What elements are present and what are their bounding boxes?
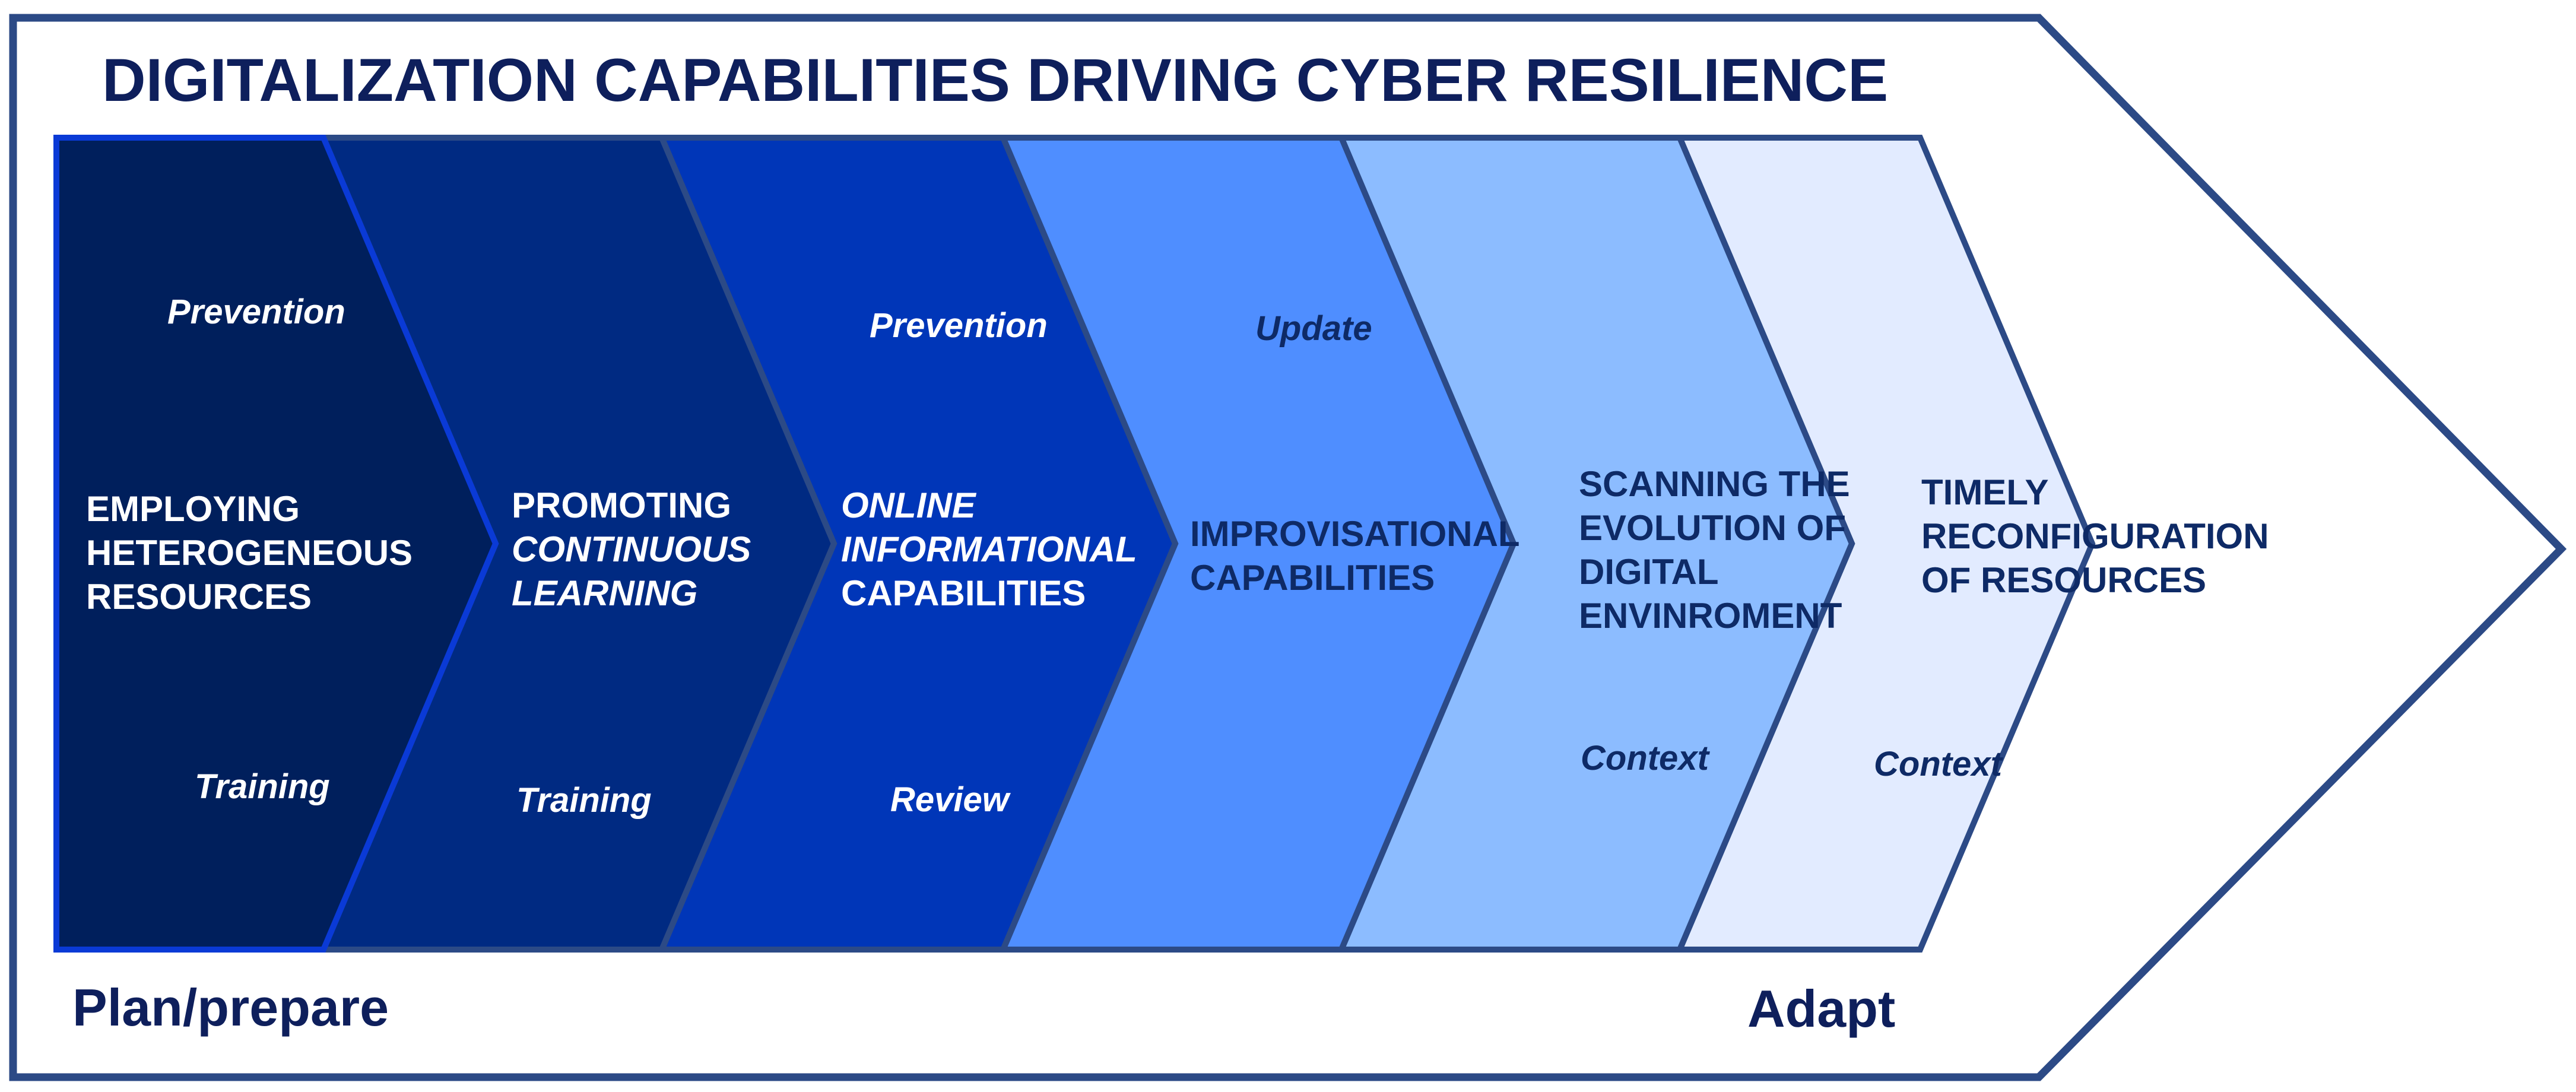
stage-4-text-line-1: IMPROVISATIONAL — [1190, 514, 1520, 554]
stage-6-text-line-3: OF RESOURCES — [1921, 560, 2206, 600]
stage-1-bottom-label: Training — [195, 767, 330, 806]
stage-5-text-line-2: EVOLUTION OF — [1579, 508, 1846, 548]
stage-3-text-line-3: CAPABILITIES — [841, 573, 1086, 613]
stage-4-top-label: Update — [1255, 309, 1372, 348]
stage-5-text-line-1: SCANNING THE — [1579, 464, 1850, 504]
stage-5-text-line-4: ENVINROMENT — [1579, 596, 1842, 636]
stage-6-bottom-label: Context — [1874, 745, 2004, 783]
stage-3-bottom-label: Review — [890, 780, 1011, 819]
phase-label-start: Plan/prepare — [72, 978, 389, 1037]
stage-1-text-line-1: EMPLOYING — [86, 489, 300, 529]
stage-4-text-line-2: CAPABILITIES — [1190, 558, 1435, 598]
phase-label-end: Adapt — [1747, 979, 1895, 1038]
stage-2-text-line-2: CONTINUOUS — [512, 529, 751, 569]
stage-1-text-line-2: HETEROGENEOUS — [86, 533, 413, 573]
stage-5-text-line-3: DIGITAL — [1579, 552, 1719, 592]
stage-1-text-line-3: RESOURCES — [86, 577, 312, 617]
stage-chevron-1 — [53, 135, 499, 953]
stage-2-bottom-label: Training — [516, 781, 652, 820]
stage-6-text-line-2: RECONFIGURATION — [1921, 516, 2269, 556]
stage-5-bottom-label: Context — [1581, 739, 1711, 777]
stage-2-text-line-1: PROMOTING — [512, 485, 731, 525]
stage-3-text-line-1: ONLINE — [841, 485, 977, 525]
stage-6-text-line-1: TIMELY — [1921, 472, 2048, 512]
stage-3-top-label: Prevention — [870, 306, 1048, 345]
diagram-title: DIGITALIZATION CAPABILITIES DRIVING CYBE… — [102, 46, 1888, 114]
stage-1-top-label: Prevention — [167, 293, 345, 331]
stage-2-text-line-3: LEARNING — [512, 573, 697, 613]
stage-3-text-line-2: INFORMATIONAL — [841, 529, 1137, 569]
